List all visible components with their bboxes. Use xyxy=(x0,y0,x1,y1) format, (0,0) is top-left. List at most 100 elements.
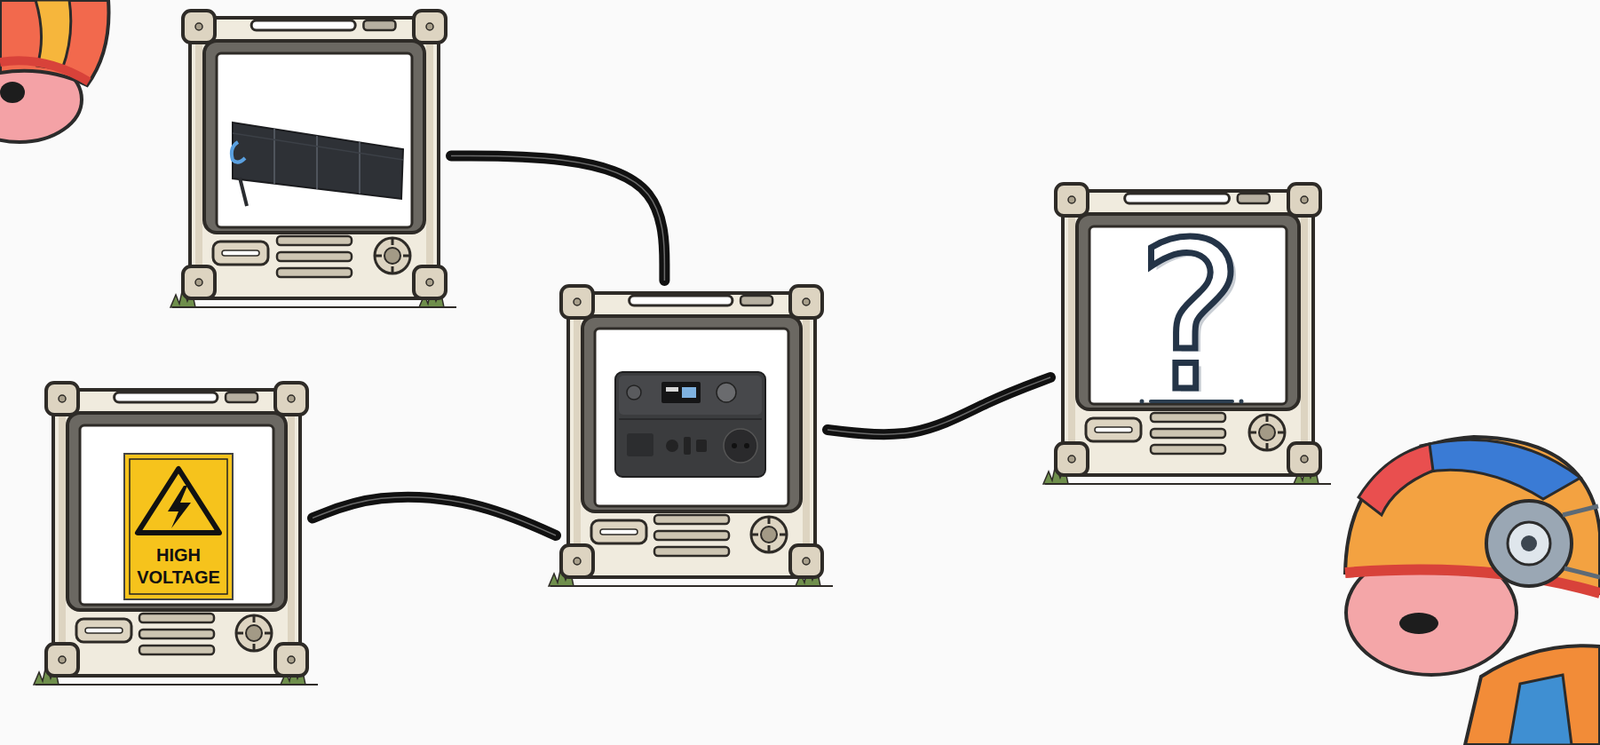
control-knob xyxy=(751,516,787,553)
robot-character-part xyxy=(1346,550,1517,675)
robot-character-part xyxy=(0,0,110,86)
cable xyxy=(827,377,1051,435)
bracket-screw xyxy=(58,656,66,664)
power-station-part xyxy=(665,439,679,452)
bracket-screw xyxy=(426,23,434,31)
bottom-slot xyxy=(1085,418,1141,442)
robot-character-part xyxy=(0,81,25,103)
control-knob xyxy=(236,615,272,651)
power-station-part xyxy=(716,382,737,403)
robot-character-part xyxy=(1420,439,1581,500)
power-station-part xyxy=(618,375,762,415)
control-knob xyxy=(1249,414,1285,451)
bracket-screw xyxy=(426,278,434,286)
cable-bundle xyxy=(451,156,665,281)
power-station-part xyxy=(744,443,750,449)
top-slot xyxy=(740,295,773,306)
ground-line xyxy=(35,683,318,686)
bottom-slot xyxy=(600,529,638,535)
vent-bar xyxy=(654,530,729,540)
vent-bar xyxy=(277,268,352,278)
frame-body xyxy=(568,293,816,578)
corner-bracket xyxy=(46,643,79,676)
frame-shade xyxy=(58,395,66,671)
power-station-part xyxy=(626,433,654,457)
vent-bar xyxy=(277,252,352,262)
screen-bezel xyxy=(67,412,286,610)
corner-bracket xyxy=(561,285,594,318)
frame-body xyxy=(53,389,301,676)
top-slot xyxy=(1124,193,1230,204)
top-slot xyxy=(363,20,396,31)
screen xyxy=(216,53,412,228)
robot-character-part xyxy=(1345,570,1600,594)
bracket-screw xyxy=(802,298,810,306)
cable-bundle xyxy=(312,497,556,536)
corner-bracket xyxy=(1055,183,1088,216)
frame-shade xyxy=(195,23,203,294)
frame-shade xyxy=(426,23,434,294)
corner-bracket xyxy=(790,285,823,318)
node-label: ? xyxy=(1050,215,1331,420)
solar-panel-part xyxy=(231,142,246,163)
power-station-part xyxy=(661,381,701,404)
control-knob xyxy=(1259,424,1276,441)
power-station-part xyxy=(618,418,762,420)
bracket-screw xyxy=(58,395,66,403)
control-knob xyxy=(760,526,777,543)
vent-bar xyxy=(139,629,214,639)
control-knob xyxy=(374,237,411,274)
question-underline-part xyxy=(1140,399,1145,404)
ground-line xyxy=(172,306,457,309)
corner-bracket xyxy=(182,266,215,299)
vent-bar xyxy=(654,546,729,556)
warning-sign-part xyxy=(167,485,191,529)
control-knob xyxy=(374,237,411,274)
vent-bar xyxy=(139,613,214,623)
corner-bracket xyxy=(46,382,79,415)
solar-panel xyxy=(231,122,404,206)
robot-character-part xyxy=(0,56,82,143)
frame-shade xyxy=(802,298,810,572)
vent-bar xyxy=(654,514,729,524)
power-station-part xyxy=(681,387,697,398)
robot-character xyxy=(0,0,110,143)
power-station-part xyxy=(683,436,691,455)
control-knob xyxy=(751,516,787,553)
monitor-frame xyxy=(555,280,828,592)
solar-panel-part xyxy=(232,122,404,199)
power-station-part xyxy=(696,439,707,452)
robot-character-part xyxy=(1509,674,1572,745)
screen-bezel xyxy=(582,316,801,512)
corner-bracket xyxy=(561,545,594,578)
bottom-slot xyxy=(1094,427,1133,433)
cable xyxy=(451,156,665,281)
question-underline xyxy=(1140,399,1244,404)
top-slot xyxy=(114,392,218,403)
robot-character-part xyxy=(1520,535,1537,552)
corner-bracket xyxy=(413,10,446,43)
robot-character-part xyxy=(0,60,89,82)
screen xyxy=(79,425,274,605)
corner-bracket xyxy=(413,266,446,299)
corner-bracket xyxy=(182,10,215,43)
cable-gap xyxy=(451,156,665,281)
monitor-box xyxy=(555,280,828,592)
control-knob xyxy=(384,247,401,264)
warning-sign xyxy=(124,453,233,600)
control-knob xyxy=(245,625,262,642)
corner-bracket xyxy=(790,545,823,578)
robot-character-part xyxy=(1465,645,1600,745)
bracket-screw xyxy=(287,395,295,403)
bottom-slot xyxy=(85,627,123,634)
monitor-frame xyxy=(177,5,452,313)
frame-body xyxy=(190,17,439,299)
bottom-slot xyxy=(76,618,132,642)
bracket-screw xyxy=(1300,196,1308,204)
robot-character-part xyxy=(1507,522,1551,565)
bottom-slot xyxy=(591,520,647,544)
bottom-slot xyxy=(221,250,260,256)
monitor-box xyxy=(177,5,452,313)
